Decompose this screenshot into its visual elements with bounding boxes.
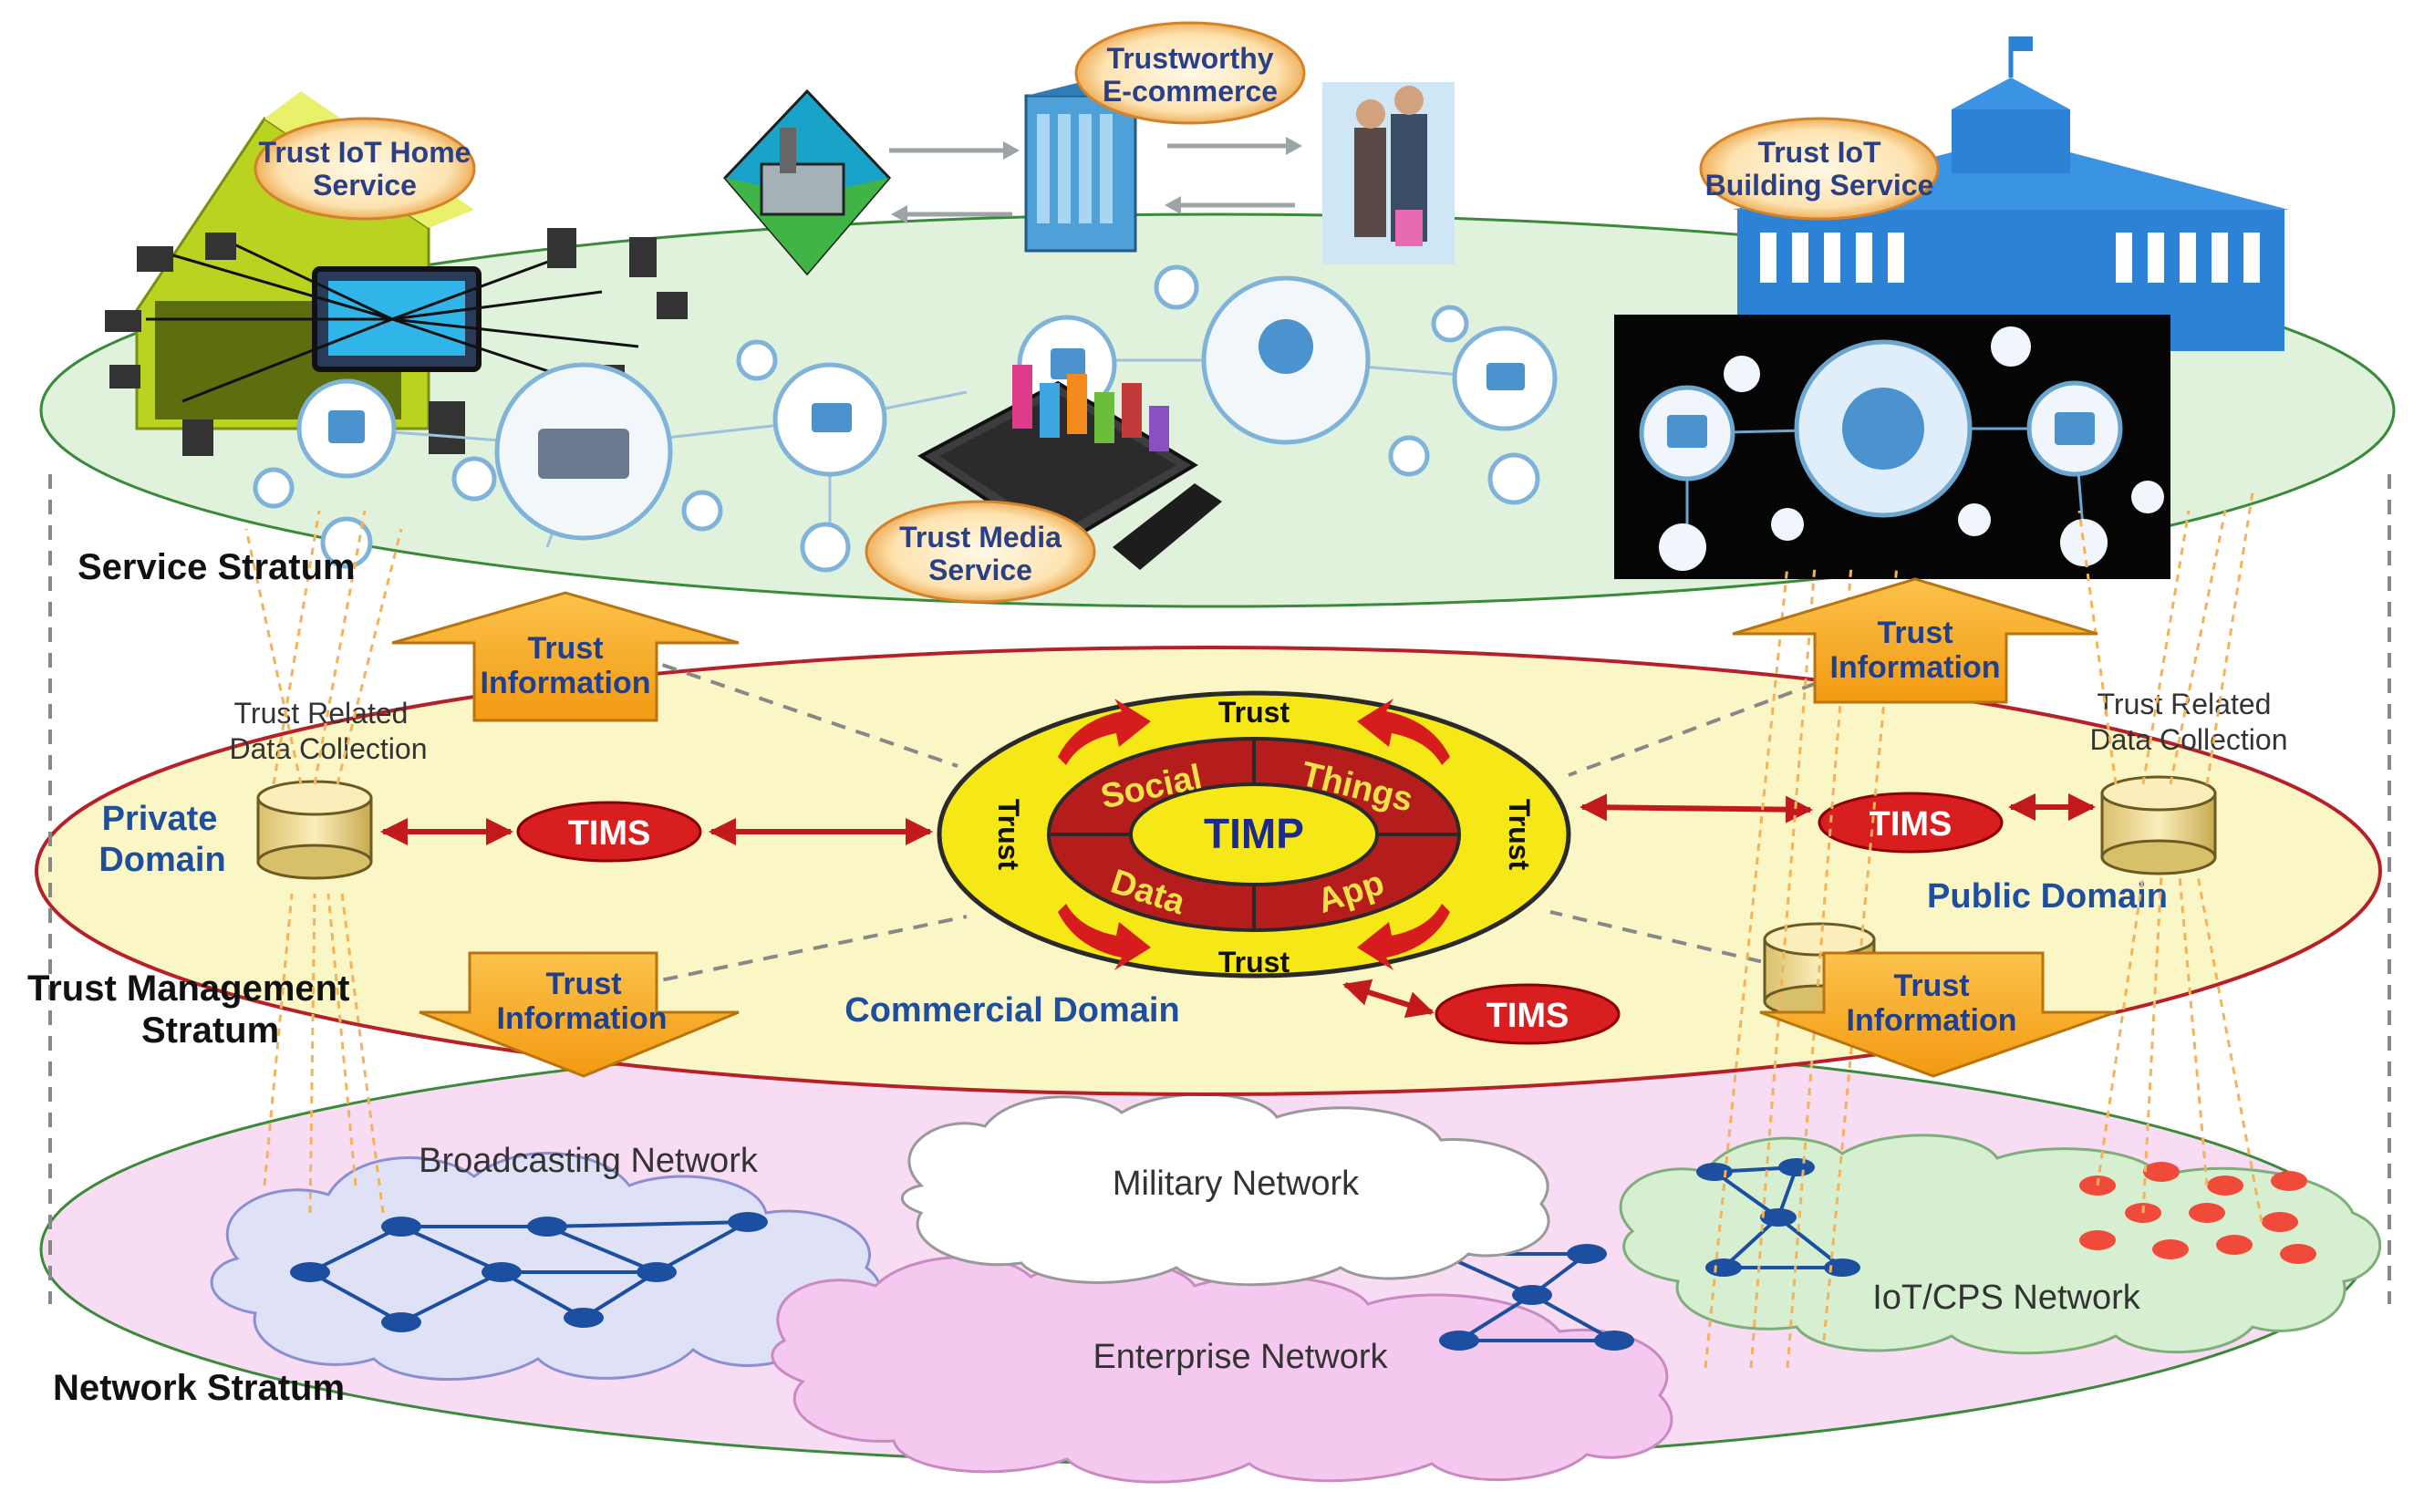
shoppers-photo [1322,82,1455,264]
svg-text:Trust IoT Home: Trust IoT Home [259,136,471,169]
tims-label: TIMS [1487,997,1569,1035]
svg-text:Information: Information [1847,1003,2017,1038]
public-domain-label: Public Domain [1927,877,2168,916]
trust-management-stratum-label-line1: Trust Management [27,968,349,1009]
svg-text:Trust: Trust [545,967,621,1001]
private-collection-label-line1: Trust Related [234,697,409,730]
network-stratum-label: Network Stratum [53,1368,345,1408]
service-stratum-label: Service Stratum [78,547,356,587]
ecommerce-flow-arrows [889,137,1302,223]
enterprise-network-label: Enterprise Network [1093,1338,1388,1376]
tims-node-public[interactable]: TIMS [1818,792,2004,854]
timp-trust-top: Trust [1218,696,1290,729]
timp-trust-bottom: Trust [1218,946,1290,979]
svg-text:Trust: Trust [1877,616,1953,650]
iot-cps-network-cloud: IoT/CPS Network [1619,1134,2381,1355]
svg-text:Information: Information [481,666,651,700]
tims-node-private[interactable]: TIMS [516,801,702,863]
tims-label: TIMS [1870,805,1953,844]
svg-text:Service: Service [313,169,417,202]
svg-text:Information: Information [1830,650,2001,685]
factory-icon [722,88,892,276]
timp-cycle-arrows [1058,699,1450,970]
office-building-icon [1024,82,1137,253]
military-network-label: Military Network [1113,1165,1360,1203]
tims-label: TIMS [568,814,651,853]
ecommerce-service-badge[interactable]: Trustworthy E-commerce [1074,21,1306,125]
building-service-badge[interactable]: Trust IoT Building Service [1699,117,1940,221]
svg-text:Trust IoT: Trust IoT [1757,136,1881,169]
private-domain-label-line2: Domain [98,841,225,879]
media-service-badge[interactable]: Trust Media Service [865,500,1096,604]
public-collection-label-line2: Data Collection [2090,723,2288,756]
trust-info-arrow-down-right: Trust Information [1759,951,2117,1078]
tims-connections [380,793,2096,1019]
trust-management-stratum-label-line2: Stratum [141,1010,279,1051]
svg-text:Trust Media: Trust Media [899,521,1062,554]
trust-info-arrow-up-left: Trust Information [391,591,740,722]
svg-text:Trust: Trust [527,631,603,666]
svg-text:Building Service: Building Service [1705,169,1934,202]
building-network-panel [1614,315,2170,579]
svg-text:E-commerce: E-commerce [1103,75,1278,108]
svg-text:Trust: Trust [1893,968,1969,1003]
trust-info-arrow-up-right: Trust Information [1732,577,2098,704]
commercial-domain-label: Commercial Domain [844,991,1179,1030]
trust-info-arrow-down-left: Trust Information [419,951,740,1078]
public-database-icon [2100,775,2217,875]
private-database-icon [256,780,373,880]
iot-cps-network-label: IoT/CPS Network [1872,1279,2141,1317]
military-network-cloud: Military Network [900,1093,1550,1287]
private-collection-label-line2: Data Collection [230,732,428,765]
svg-text:Trustworthy: Trustworthy [1106,42,1273,75]
service-glyphs [328,319,1525,479]
svg-text:Service: Service [928,554,1032,586]
tims-node-commercial[interactable]: TIMS [1435,983,1621,1045]
timp-trust-right: Trust [1503,799,1536,871]
media-devices-illustration [917,365,1222,570]
broadcasting-network-label: Broadcasting Network [419,1142,759,1180]
timp-hub[interactable]: TIMP Social Things Data App Trust Trust … [937,690,1571,979]
timp-trust-left: Trust [992,799,1025,871]
svg-text:Information: Information [497,1001,668,1036]
home-service-badge[interactable]: Trust IoT Home Service [254,117,476,221]
private-domain-label-line1: Private [102,800,218,838]
timp-label: TIMP [1204,810,1304,857]
